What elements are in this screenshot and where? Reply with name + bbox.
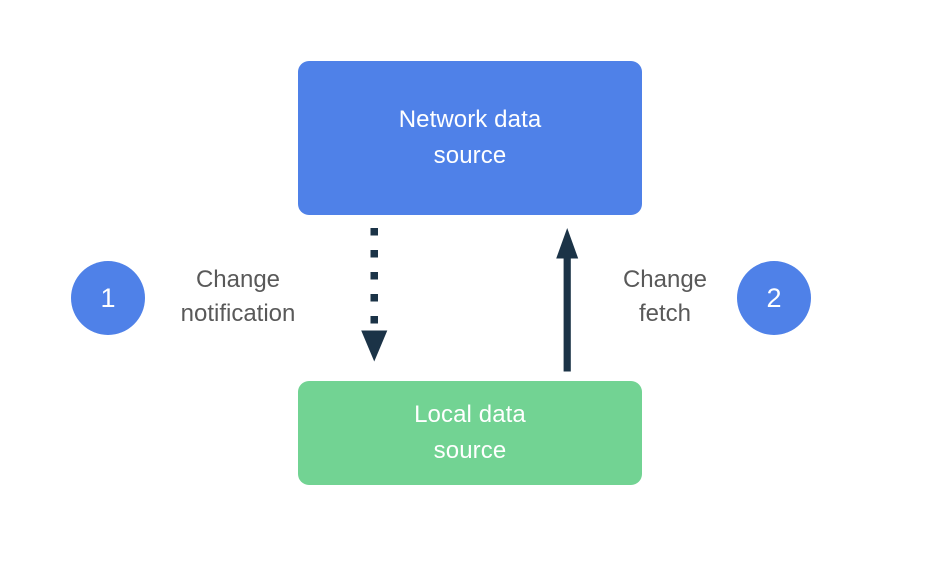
step-badge-2[interactable]: 2	[737, 261, 811, 335]
node-network-data-source[interactable]: Network data source	[298, 61, 642, 215]
arrow-change-notification-down-icon	[361, 228, 388, 362]
node-local-data-source-label: Local data source	[414, 401, 526, 464]
node-local-data-source[interactable]: Local data source	[298, 381, 642, 485]
step-badge-1-number: 1	[100, 282, 116, 313]
node-network-data-source-label: Network data source	[398, 106, 542, 169]
edge-label-change-notification: Change notification	[180, 266, 296, 327]
step-badge-1[interactable]: 1	[71, 261, 145, 335]
step-badge-2-number: 2	[766, 282, 782, 313]
arrow-change-fetch-up-icon	[556, 228, 579, 372]
edge-label-change-fetch: Change fetch	[622, 266, 708, 327]
